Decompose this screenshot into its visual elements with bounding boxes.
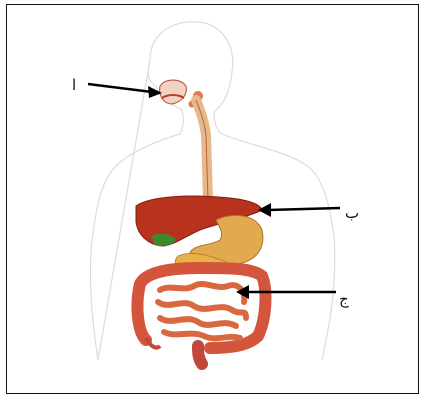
label-c: ج (339, 292, 349, 307)
arrow-a (88, 84, 162, 98)
mouth-region (160, 80, 187, 104)
label-a: ا (72, 78, 76, 93)
rectum (198, 346, 202, 364)
arrow-c (236, 285, 336, 299)
appendix (146, 338, 160, 348)
small-intestine (158, 284, 246, 338)
label-b: ب (345, 206, 359, 221)
